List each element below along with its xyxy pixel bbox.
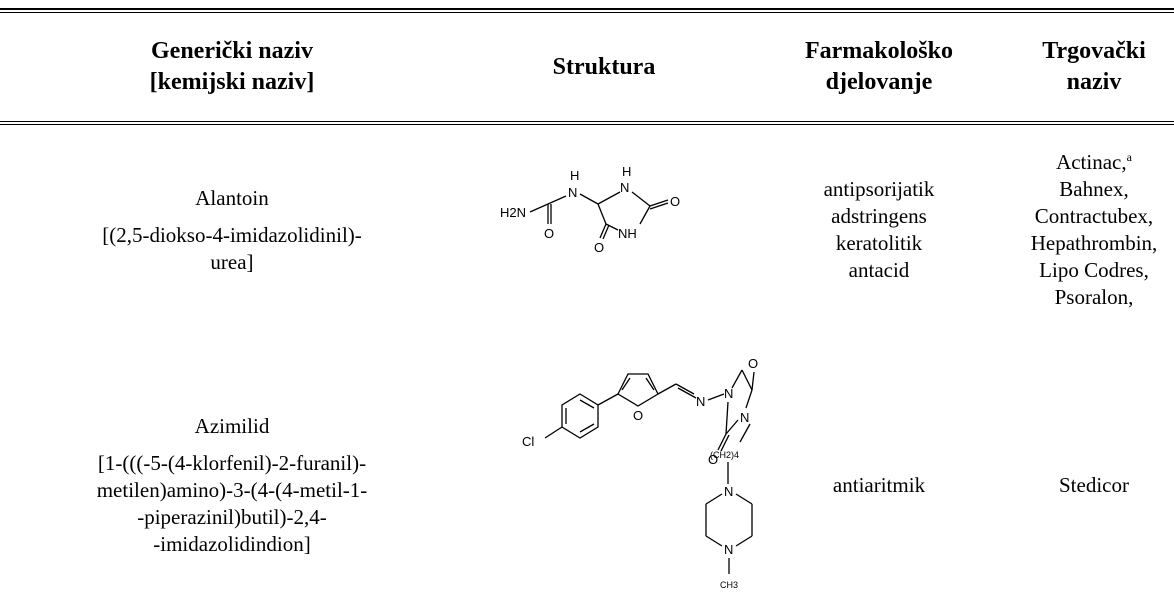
label-nh-ring: NH (618, 226, 637, 241)
row1-generic-name: Alantoin (195, 185, 269, 210)
label-cl: Cl (522, 434, 534, 449)
row1-action-1: antipsorijatik (823, 177, 935, 201)
row1-chemical-line2: urea] (210, 249, 254, 274)
header-action-line2: djelovanje (825, 69, 933, 95)
header-generic-name: Generički naziv [kemijski naziv] (0, 18, 464, 116)
row1-structure-allantoin: H2N O H N H N O NH O (500, 164, 680, 255)
header-structure-text: Struktura (552, 53, 656, 80)
label-o-ring2: O (594, 240, 604, 255)
row1-trade-4: Hepathrombin, (1030, 231, 1158, 255)
row1-generic-cell: Alantoin [(2,5-diokso-4-imidazolidinil)-… (0, 140, 464, 320)
row2-generic-name: Azimilid (194, 413, 270, 438)
header-trade-line2: naziv (1066, 69, 1122, 95)
header-structure: Struktura (464, 18, 744, 116)
row1-action-cell: antipsorijatik adstringens keratolitik a… (744, 140, 1014, 320)
row1-trade-1: Actinac,a (1056, 149, 1132, 176)
label-n-nh1: N (568, 185, 577, 200)
row2-chemical-line1: [1-(((-5-(4-klorfenil)-2-furanil)- (97, 450, 367, 475)
label-o-ring1: O (670, 194, 680, 209)
top-rule-inner (0, 12, 1174, 13)
row2-chemical-line4: -imidazolidindion] (153, 531, 311, 556)
label-h-nh2: H (622, 164, 631, 179)
label-piperazine-n1: N (724, 484, 733, 499)
header-action-line1: Farmakološko (804, 38, 953, 64)
label-n-imine: N (696, 394, 705, 409)
label-o-furan: O (633, 408, 643, 423)
row2-action-cell: antiaritmik (744, 380, 1014, 590)
row2-trade-cell: Stedicor (1014, 380, 1174, 590)
top-rule-outer (0, 8, 1174, 10)
row1-trade-6: Psoralon, (1054, 285, 1134, 309)
row1-trade-2: Bahnex, (1059, 177, 1129, 201)
label-n3-ring: N (740, 410, 749, 425)
label-n1-ring: N (724, 386, 733, 401)
row2-action-1: antiaritmik (832, 472, 926, 497)
label-ch2: (CH2)4 (710, 450, 739, 460)
row1-action-3: keratolitik (835, 231, 923, 255)
label-o-bottom: O (708, 452, 718, 467)
label-h-nh1: H (570, 168, 579, 183)
row1-trade-cell: Actinac,a Bahnex, Contractubex, Hepathro… (1014, 130, 1174, 330)
row1-trade-1-sup: a (1126, 150, 1132, 164)
header-pharmacological-action: Farmakološko djelovanje (744, 18, 1014, 116)
header-trade-name: Trgovački naziv (1014, 18, 1174, 116)
row1-trade-3: Contractubex, (1034, 204, 1154, 228)
row2-chemical-line2: metilen)amino)-3-(4-(4-metil-1- (96, 477, 368, 502)
row2-structure-azimilid: Cl O N N O N O (CH2)4 N N CH3 (522, 356, 758, 590)
header-generic-line1: Generički naziv (151, 38, 313, 64)
row1-action-4: antacid (848, 258, 910, 282)
row1-trade-5: Lipo Codres, (1039, 258, 1149, 282)
label-o-top: O (748, 356, 758, 371)
label-o-urea: O (544, 226, 554, 241)
row2-chemical-line3: -piperazinil)butil)-2,4- (137, 504, 327, 529)
label-n-nh2: N (620, 180, 629, 195)
row1-trade-1-text: Actinac, (1056, 150, 1127, 174)
row1-chemical-line1: [(2,5-diokso-4-imidazolidinil)- (102, 222, 362, 247)
label-piperazine-n2: N (724, 542, 733, 557)
label-h2n: H2N (500, 205, 526, 220)
row2-trade-1: Stedicor (1059, 472, 1129, 497)
row1-action-2: adstringens (831, 204, 927, 228)
label-ch3: CH3 (720, 580, 738, 590)
header-rule-upper (0, 121, 1174, 122)
header-trade-line1: Trgovački (1042, 38, 1146, 64)
header-rule-lower (0, 124, 1174, 125)
row2-generic-cell: Azimilid [1-(((-5-(4-klorfenil)-2-furani… (0, 380, 464, 590)
header-generic-line2: [kemijski naziv] (149, 69, 315, 95)
